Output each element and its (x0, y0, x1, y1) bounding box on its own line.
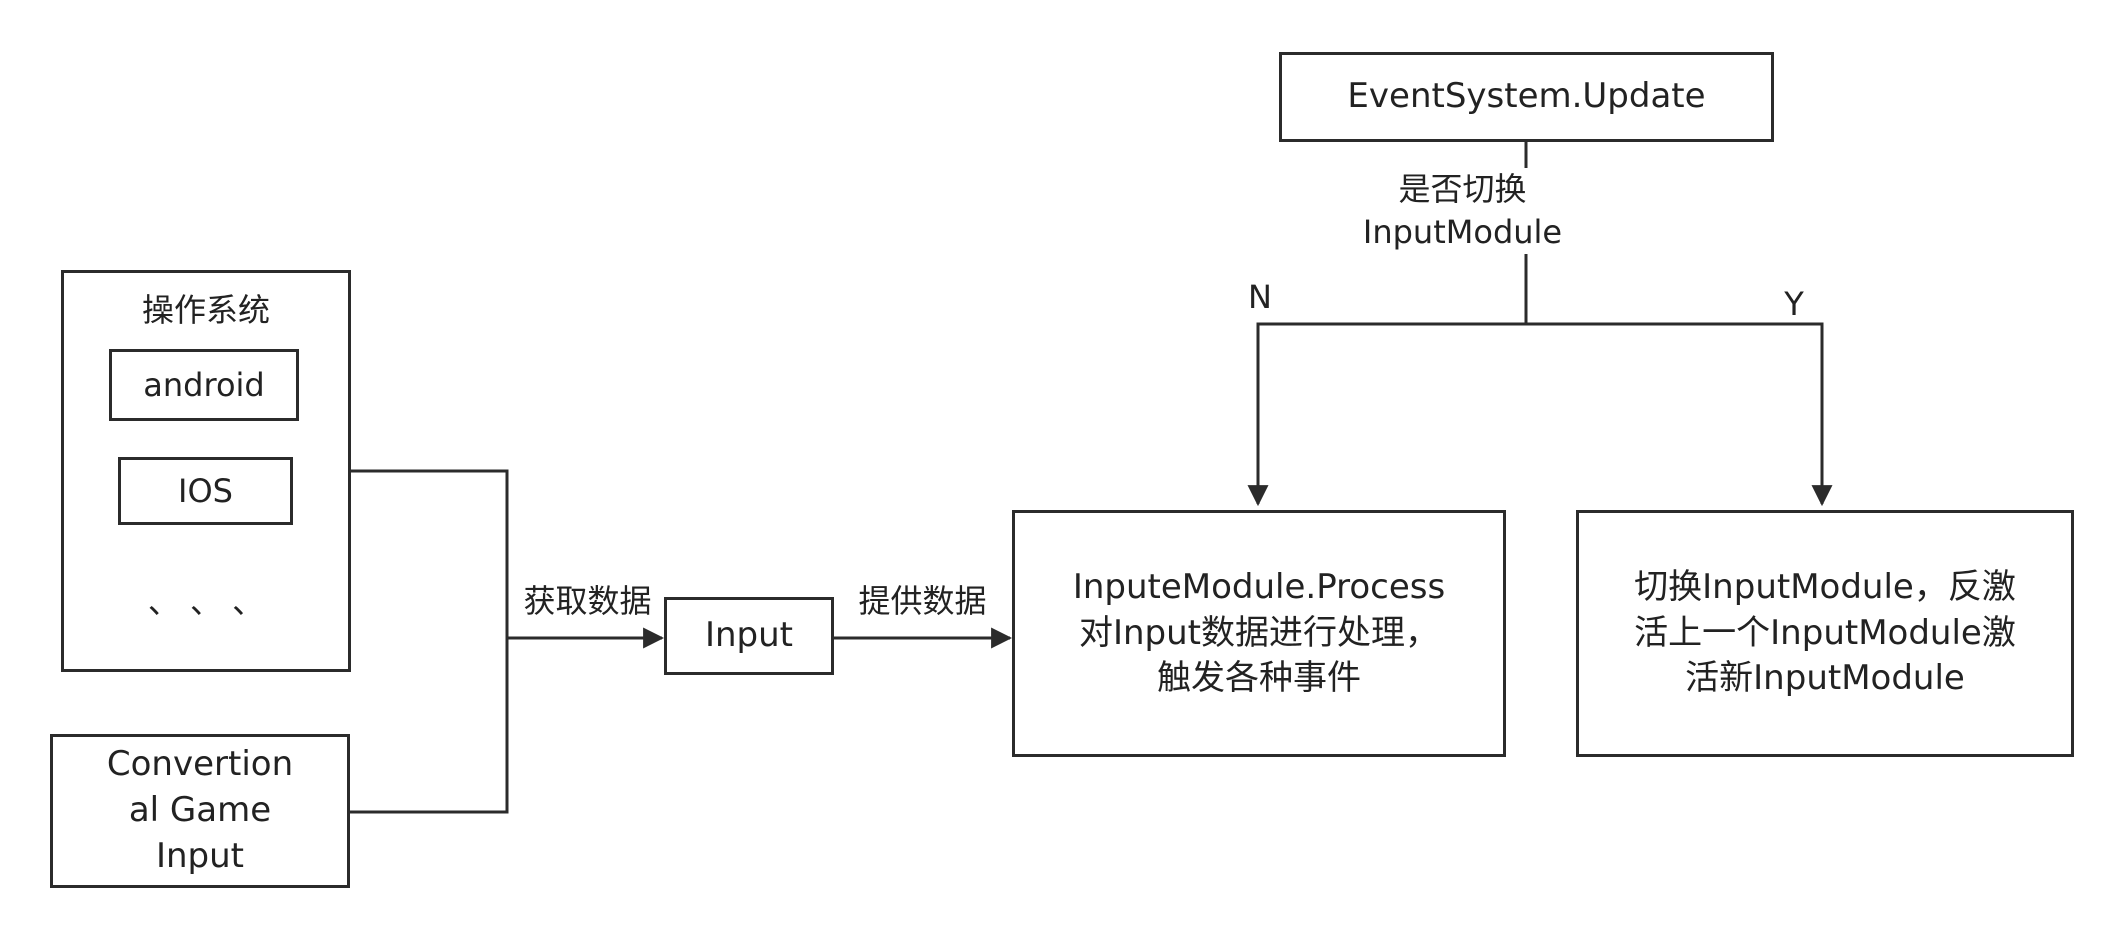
edge-branch-yes (1526, 322, 1833, 507)
process-label: InputeModule.Process 对Input数据进行处理， 触发各种事… (1072, 566, 1446, 699)
event-update-node: EventSystem.Update (1279, 52, 1774, 142)
android-label: android (143, 366, 265, 404)
android-node: android (109, 349, 299, 421)
no-branch-label: N (1248, 278, 1272, 316)
edge-os-to-merge (350, 469, 509, 814)
input-label: Input (704, 615, 794, 656)
ios-label: IOS (178, 472, 233, 510)
os-group-title: 操作系统 (141, 291, 270, 329)
more-os-ellipsis: 、 、 、 (147, 583, 265, 621)
switch-module-node: 切换InputModule，反激 活上一个InputModule激 活新Inpu… (1576, 510, 2074, 757)
provide-data-label: 提供数据 (858, 582, 987, 620)
switch-module-label: 切换InputModule，反激 活上一个InputModule激 活新Inpu… (1634, 566, 2016, 699)
get-data-label: 获取数据 (523, 582, 652, 620)
ios-node: IOS (118, 457, 293, 525)
input-node: Input (664, 597, 834, 675)
conventional-input-node: Convertion al Game Input (50, 734, 350, 888)
yes-branch-label: Y (1784, 285, 1804, 323)
process-node: InputeModule.Process 对Input数据进行处理， 触发各种事… (1012, 510, 1506, 757)
switch-question-label: 是否切换 InputModule (1360, 168, 1565, 255)
conventional-input-label: Convertion al Game Input (106, 744, 294, 876)
edge-branch-no (1247, 322, 1526, 507)
event-update-label: EventSystem.Update (1347, 76, 1706, 117)
os-group-box: 操作系统 android IOS 、 、 、 (61, 270, 351, 672)
